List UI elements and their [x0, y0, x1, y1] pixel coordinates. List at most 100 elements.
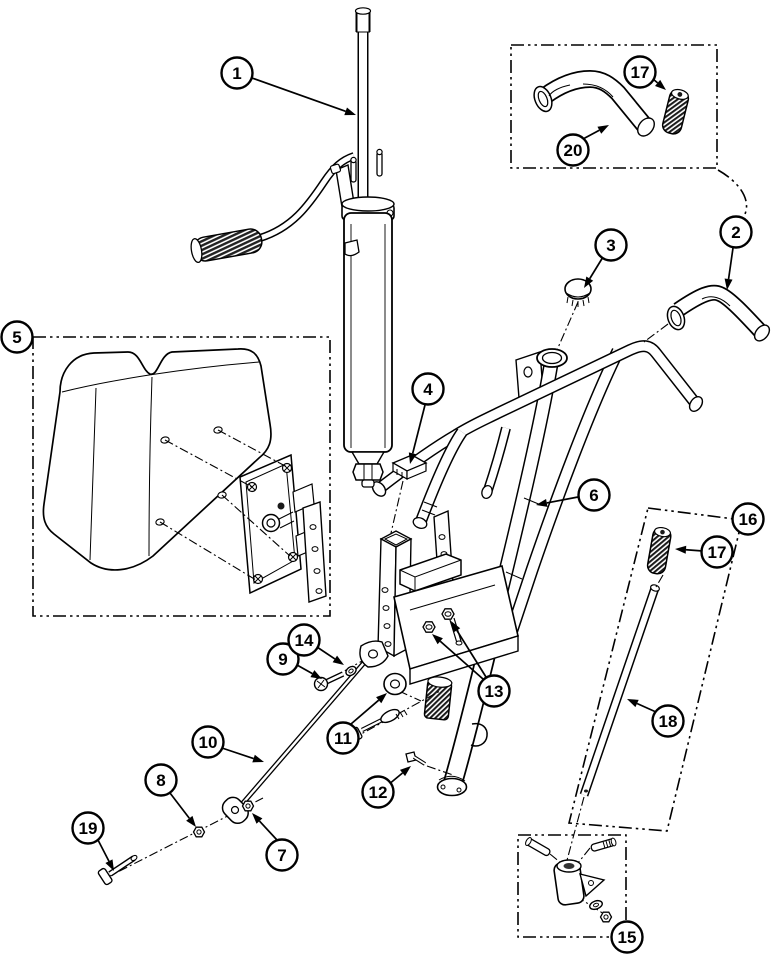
detail-box-handle-grip	[510, 44, 718, 169]
screw-9	[313, 671, 345, 692]
callout-10: 10	[191, 725, 264, 763]
callout-bubble	[0, 320, 34, 354]
leader-arrowhead	[536, 499, 548, 507]
callout-number: 3	[606, 236, 615, 255]
leader-arrowhead	[252, 813, 263, 824]
callout-11: 11	[326, 693, 387, 755]
callout-number: 17	[631, 63, 650, 82]
detail-box-rod	[567, 507, 743, 832]
leader-line	[221, 747, 254, 760]
socket-assembly-15	[525, 837, 617, 923]
handle-20	[533, 69, 655, 137]
washer-14	[345, 665, 357, 677]
callout-number: 10	[199, 733, 218, 752]
callout-19: 19	[71, 811, 114, 871]
callout-14: 14	[287, 623, 344, 665]
hex-bolt-head	[277, 502, 285, 510]
callout-12: 12	[361, 766, 411, 809]
pump-handle-grip	[190, 228, 263, 264]
leader-line	[411, 404, 426, 454]
hydraulic-pump-assembly	[190, 7, 395, 488]
callout-number: 20	[564, 141, 583, 160]
leader-line	[296, 664, 313, 675]
rod-18	[579, 584, 660, 797]
callout-bubble	[719, 215, 753, 249]
callout-number: 8	[156, 771, 165, 790]
leader-line	[169, 792, 190, 819]
leader-arrowhead	[451, 621, 461, 633]
grip-pin-17-right	[646, 526, 672, 575]
callout-2: 2	[719, 215, 753, 290]
callout-15: 15	[610, 920, 644, 954]
leader-arrowhead	[344, 107, 356, 116]
callout-bubble	[326, 721, 360, 755]
callout-number: 14	[295, 631, 314, 650]
cap-4	[391, 454, 428, 481]
leader-arrowhead	[584, 276, 594, 288]
cap-3	[564, 278, 592, 307]
callout-bubble	[577, 478, 611, 512]
carriage-bracket	[393, 553, 519, 685]
callout-number: 6	[589, 486, 598, 505]
callout-bubble	[287, 623, 321, 657]
callout-bubble	[594, 228, 628, 262]
callout-number: 12	[369, 783, 388, 802]
callout-5: 5	[0, 320, 34, 354]
pad-assembly	[42, 348, 327, 603]
callout-bubble	[731, 502, 765, 536]
leader-arrowhead	[655, 79, 666, 90]
leader-arrowhead	[724, 278, 733, 290]
callout-bubble	[71, 811, 105, 845]
callout-bubble	[556, 133, 590, 167]
j-clip	[470, 722, 488, 747]
callout-number: 15	[618, 928, 637, 947]
leader-line	[685, 548, 704, 552]
leader-arrowhead	[627, 699, 639, 708]
leader-line	[456, 629, 487, 678]
callout-bubble	[651, 704, 685, 738]
leader-arrowhead	[432, 634, 443, 645]
leader-line	[251, 77, 346, 113]
callout-number: 19	[79, 819, 98, 838]
callout-number: 13	[485, 682, 504, 701]
callout-17-17: 17	[675, 535, 734, 569]
cylinder-receiver	[423, 676, 453, 721]
callout-1: 1	[220, 56, 356, 116]
callout-20: 20	[556, 125, 609, 167]
callout-bubble	[623, 55, 657, 89]
callout-bubble	[191, 725, 225, 759]
callout-6: 6	[536, 478, 611, 512]
mast-frame	[371, 340, 704, 797]
bolt-19	[97, 854, 138, 886]
shift-rod-10	[97, 640, 389, 886]
callout-4: 4	[408, 372, 445, 464]
leader-line	[97, 839, 110, 862]
handle-2	[666, 284, 771, 342]
pin-right	[590, 837, 617, 852]
leader-arrowhead	[186, 815, 196, 827]
leader-line	[258, 820, 278, 841]
pin-left	[525, 837, 551, 857]
leader-line	[439, 640, 484, 680]
leader-arrowhead	[399, 766, 411, 777]
callout-7: 7	[252, 813, 299, 872]
bolt-12	[405, 751, 427, 766]
leader-line	[589, 256, 604, 280]
callout-bubble	[610, 920, 644, 954]
detail-box-pad	[32, 336, 331, 617]
callout-number: 18	[659, 712, 678, 731]
callout-9: 9	[266, 642, 322, 679]
leader-arrowhead	[408, 452, 417, 464]
callout-8: 8	[144, 763, 196, 827]
pad	[42, 348, 272, 571]
leader-arrowhead	[332, 655, 344, 665]
leader-line	[582, 129, 600, 140]
mounting-strip	[302, 501, 327, 603]
callout-3: 3	[584, 228, 628, 288]
detail-boxes	[32, 44, 748, 938]
cylinder-hook	[344, 239, 360, 257]
leader-arrowhead	[675, 545, 687, 554]
